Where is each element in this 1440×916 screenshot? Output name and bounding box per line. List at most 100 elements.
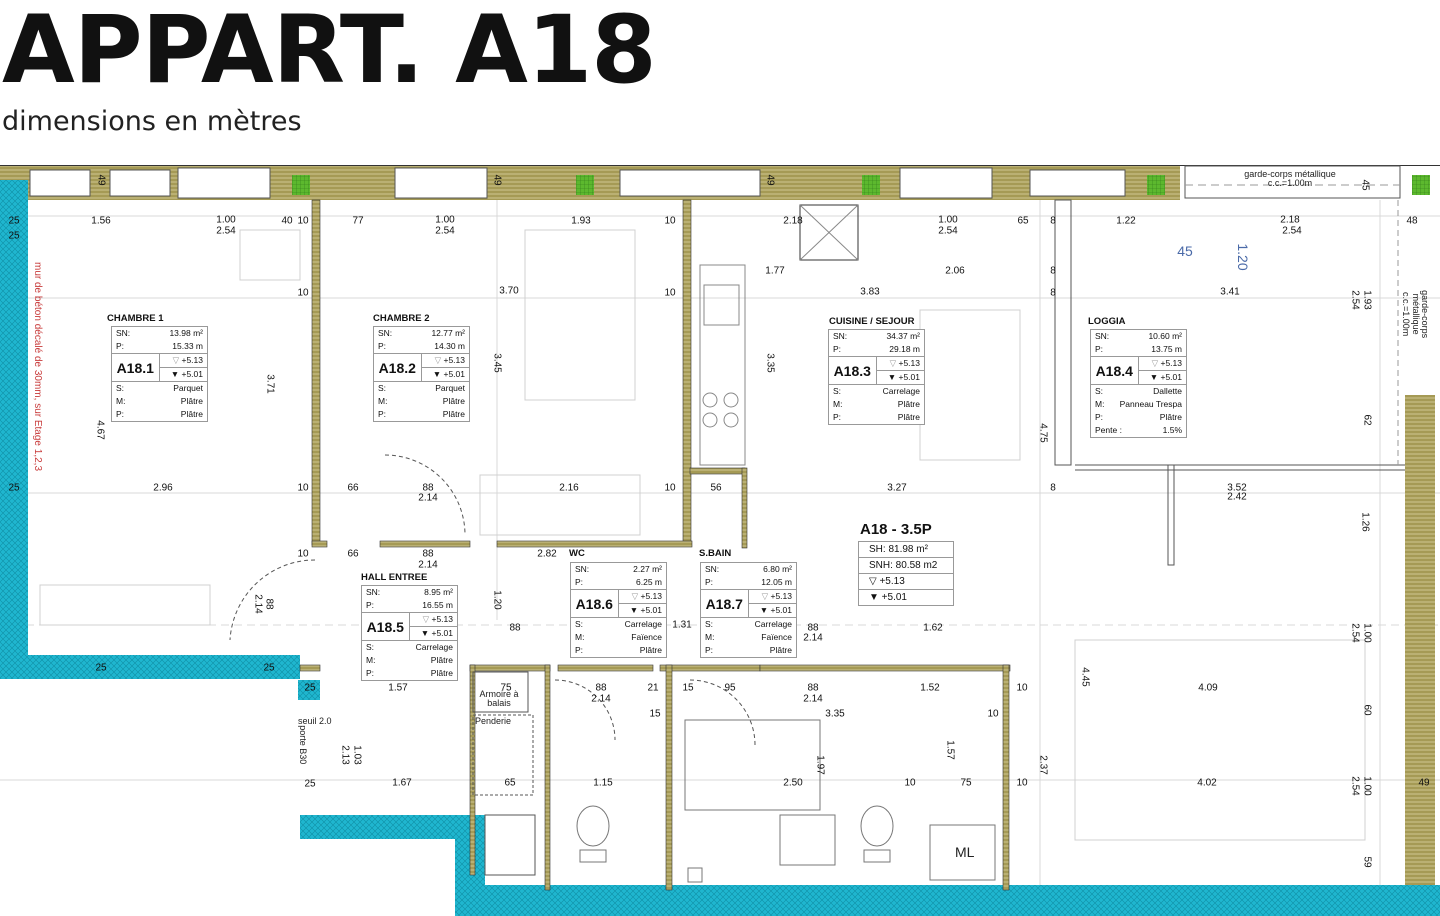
dimension-label: 8 [1050,265,1056,277]
lower-value: +5.01 [898,372,920,382]
room-lower-level: ▼ +5.01 [421,367,469,381]
lower-value: +5.01 [443,369,465,379]
room-id-block: A18.1▽ +5.13▼ +5.01 [112,353,207,382]
room-floor-label: S: [1095,386,1104,396]
dimension-label: 1.57 [388,682,408,694]
room-id-block: A18.7▽ +5.13▼ +5.01 [701,589,796,618]
dimension-label: 2.37 [1037,755,1049,775]
dimension-label: 66 [347,482,359,494]
dimension-label: 15 [682,682,694,694]
room-walls-label: M: [833,399,843,409]
room-lower-level: ▼ +5.01 [1138,370,1186,384]
dimension-label: 2.16 [559,482,579,494]
dimension-label: 10 [904,777,916,789]
room-id: A18.1 [112,354,160,381]
room-floor-label: S: [366,642,375,652]
dimension-label: 8 [1050,287,1056,299]
dimension-label: 88 [263,598,275,610]
dimension-label: 1.97 [814,755,826,775]
room-id-block: A18.3▽ +5.13▼ +5.01 [829,356,924,385]
room-levels: ▽ +5.13▼ +5.01 [421,354,469,381]
dimension-label: 2.06 [945,265,965,277]
room-name: CUISINE / SEJOUR [829,316,915,327]
dimension-label: 1.22 [1116,215,1136,227]
room-walls: M:Plâtre [829,398,924,411]
dimension-label: 77 [352,215,364,227]
room-ceiling: P:Plâtre [1091,411,1186,424]
dimension-label: 25 [263,662,275,674]
room-sn-label: SN: [1095,331,1110,341]
grid-lines [0,200,1440,916]
dimension-label: 1.00 [1361,776,1373,796]
dimension-label: 2.54 [938,225,958,237]
dimension-label: 1.93 [571,215,591,227]
room-walls: M:Plâtre [374,395,469,408]
dimension-label: 4.75 [1037,423,1049,443]
dimension-label: 2.14 [418,492,438,504]
green-columns [292,175,1430,720]
room-walls-value: Faïence [761,632,792,642]
dimension-label: 1.62 [923,622,943,634]
room-id-block: A18.5▽ +5.13▼ +5.01 [362,612,457,641]
room-sn: SN:2.27 m² [571,563,666,576]
level-up-icon: ▽ [172,355,182,365]
upper-value: +5.13 [443,355,465,365]
room-sn: SN: 8.95 m² [362,586,457,599]
dimension-label: 59 [1361,856,1373,868]
room-levels: ▽ +5.13▼ +5.01 [1138,357,1187,384]
upper-value: +5.13 [898,358,920,368]
dimension-label: 25 [8,215,20,227]
dimension-label: 3.52 [1227,482,1247,494]
room-upper-level: ▽ +5.13 [1139,357,1187,370]
dimension-label: 2.54 [1349,290,1361,310]
room-ceiling-value: Plâtre [769,645,792,655]
room-sn-label: SN: [366,587,381,597]
room-id: A18.7 [701,590,749,617]
dimension-label: 88 [807,682,819,694]
dimension-label: 3.45 [491,353,503,373]
dimension-label: 15 [649,708,661,720]
room-walls-value: Plâtre [430,655,453,665]
room-id: A18.3 [829,357,877,384]
dimension-label: 8 [1050,482,1056,494]
room-perimeter-value: 12.05 m [761,577,792,587]
room-sn-value: 13.98 m² [169,328,203,338]
apartment-summary-title: A18 - 3.5P [860,521,932,538]
room-perimeter: P:15.33 m [112,340,207,353]
lower-value: +5.01 [640,605,662,615]
dimension-label: 10 [664,482,676,494]
room-ceiling-label: P: [705,645,714,655]
lower-value: +5.01 [770,605,792,615]
room-ceiling-value: Plâtre [442,409,465,419]
dimension-label: 2.14 [252,594,264,614]
room-walls-value: Panneau Trespa [1119,399,1182,409]
room-id: A18.5 [362,613,410,640]
room-sn-value: 8.95 m² [424,587,453,597]
upper-value: +5.13 [1160,358,1182,368]
room-perimeter-label: P: [705,577,714,587]
dimension-label: 45 [1177,243,1193,259]
guardrail-right-note: garde-corps métallique c.c.=1.00m [1401,290,1431,339]
dimension-label: 49 [95,174,107,186]
room-perimeter: P:16.55 m [362,599,457,612]
level-up-icon: ▽ [889,358,899,368]
room-walls: M:Panneau Trespa [1091,398,1186,411]
room-floor-label: S: [833,386,842,396]
room-sn: SN:34.37 m² [829,330,924,343]
room-ceiling-value: Plâtre [180,409,203,419]
room-ceiling-label: P: [378,409,387,419]
level-up-icon: ▽ [1151,358,1161,368]
door-swings [229,454,756,746]
dimension-label: 2.82 [537,548,557,560]
room-ceiling: P: Plâtre [701,644,796,657]
dimension-label: 10 [1016,682,1028,694]
dimension-label: 4.67 [94,420,106,440]
room-perimeter-label: P: [366,600,375,610]
room-levels: ▽ +5.13▼ +5.01 [618,590,666,617]
dimension-label: 2.14 [803,632,823,644]
room-perimeter-value: 14.30 m [434,341,465,351]
lower-value: +5.01 [1160,372,1182,382]
room-walls: M:Plâtre [362,654,457,667]
room-sn-value: 34.37 m² [886,331,920,341]
